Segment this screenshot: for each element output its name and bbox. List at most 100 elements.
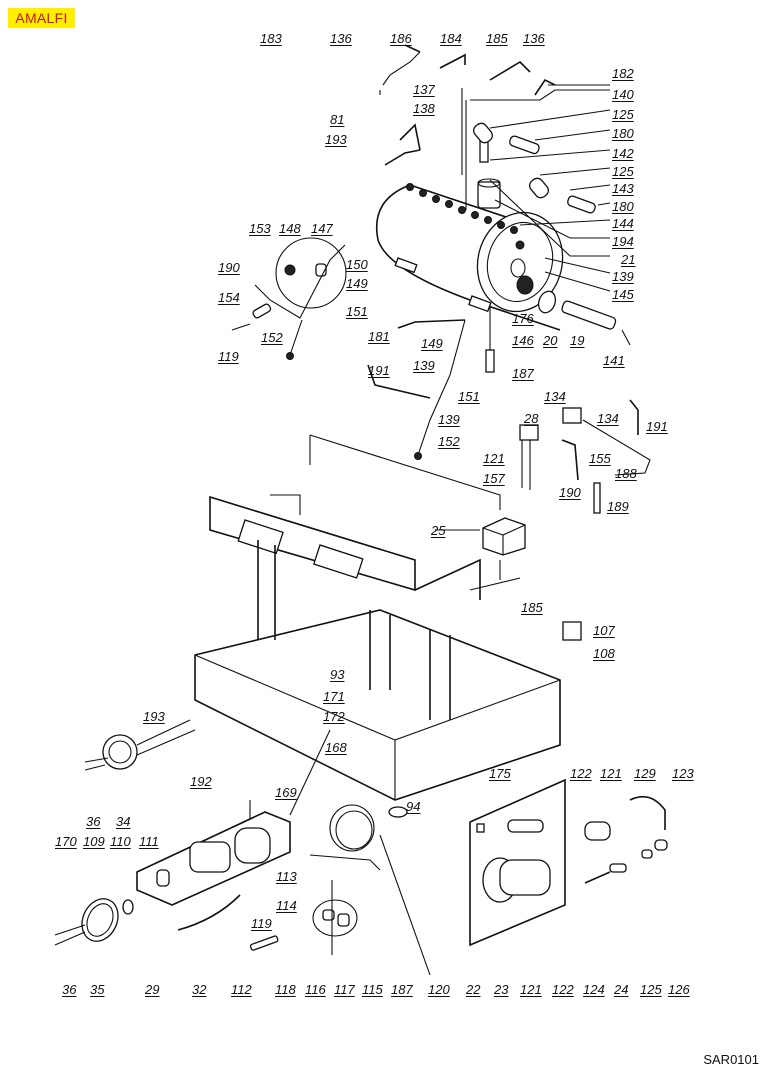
part-label-143: 143 xyxy=(612,181,634,196)
part-label-121: 121 xyxy=(483,451,505,466)
pump-head-24 xyxy=(584,795,668,884)
part-label-136: 136 xyxy=(330,31,352,46)
part-label-144: 144 xyxy=(612,216,634,231)
part-label-114: 114 xyxy=(276,898,297,913)
part-label-139: 139 xyxy=(413,358,435,373)
part-label-36: 36 xyxy=(62,982,77,997)
part-label-191: 191 xyxy=(368,363,390,378)
motor-29 xyxy=(136,729,331,906)
part-label-113: 113 xyxy=(276,869,297,884)
part-label-120: 120 xyxy=(428,982,450,997)
part-label-126: 126 xyxy=(668,982,690,997)
part-label-185: 185 xyxy=(521,600,543,615)
part-label-187: 187 xyxy=(512,366,534,381)
part-label-187: 187 xyxy=(391,982,413,997)
part-label-36: 36 xyxy=(86,814,101,829)
part-label-188: 188 xyxy=(615,466,637,481)
part-label-81: 81 xyxy=(330,112,345,127)
part-label-151: 151 xyxy=(346,304,368,319)
lower-boiler-pipes xyxy=(367,305,495,460)
part-label-176: 176 xyxy=(512,311,534,326)
part-label-189: 189 xyxy=(607,499,629,514)
part-label-124: 124 xyxy=(583,982,605,997)
part-label-142: 142 xyxy=(612,146,634,161)
part-label-129: 129 xyxy=(634,766,656,781)
part-label-190: 190 xyxy=(559,485,581,500)
part-label-147: 147 xyxy=(311,221,333,236)
part-label-155: 155 xyxy=(589,451,611,466)
part-label-22: 22 xyxy=(466,982,481,997)
part-label-138: 138 xyxy=(413,101,435,116)
part-label-125: 125 xyxy=(612,107,634,122)
part-label-134: 134 xyxy=(597,411,619,426)
part-label-148: 148 xyxy=(279,221,301,236)
part-label-139: 139 xyxy=(438,412,460,427)
part-label-157: 157 xyxy=(483,471,505,486)
part-label-28: 28 xyxy=(524,411,539,426)
bezel-35 xyxy=(54,898,134,946)
cable-32 xyxy=(177,894,241,931)
part-label-141: 141 xyxy=(603,353,625,368)
part-label-192: 192 xyxy=(190,774,212,789)
part-label-23: 23 xyxy=(494,982,509,997)
part-label-193: 193 xyxy=(143,709,165,724)
transformer-25 xyxy=(435,517,526,580)
switch-group xyxy=(519,399,651,514)
part-label-21: 21 xyxy=(621,252,636,267)
part-label-137: 137 xyxy=(413,82,435,97)
part-label-149: 149 xyxy=(346,276,368,291)
part-label-194: 194 xyxy=(612,234,634,249)
part-label-172: 172 xyxy=(323,709,345,724)
part-label-32: 32 xyxy=(192,982,207,997)
part-label-20: 20 xyxy=(543,333,558,348)
pressurestat-group xyxy=(231,237,347,360)
pump-motor-22 xyxy=(469,778,566,947)
part-label-170: 170 xyxy=(55,834,77,849)
part-label-152: 152 xyxy=(261,330,283,345)
gauge-34 xyxy=(84,719,196,771)
part-label-183: 183 xyxy=(260,31,282,46)
part-label-149: 149 xyxy=(421,336,443,351)
part-label-117: 117 xyxy=(334,982,355,997)
part-label-185: 185 xyxy=(486,31,508,46)
part-label-191: 191 xyxy=(646,419,668,434)
part-label-118: 118 xyxy=(275,982,296,997)
part-label-119: 119 xyxy=(251,916,272,931)
part-label-111: 111 xyxy=(139,834,159,849)
part-label-180: 180 xyxy=(612,199,634,214)
grommet-94 xyxy=(388,806,408,818)
part-label-182: 182 xyxy=(612,66,634,81)
heating-element xyxy=(537,290,631,346)
part-label-19: 19 xyxy=(570,333,585,348)
power-cord-120 xyxy=(309,804,431,976)
part-label-34: 34 xyxy=(116,814,131,829)
part-label-186: 186 xyxy=(390,31,412,46)
part-label-115: 115 xyxy=(362,982,383,997)
part-label-112: 112 xyxy=(231,982,252,997)
part-label-25: 25 xyxy=(431,523,446,538)
part-label-154: 154 xyxy=(218,290,240,305)
part-label-94: 94 xyxy=(406,799,421,814)
boiler-top-fittings xyxy=(406,139,518,234)
part-label-139: 139 xyxy=(612,269,634,284)
part-label-168: 168 xyxy=(325,740,347,755)
part-label-134: 134 xyxy=(544,389,566,404)
part-label-153: 153 xyxy=(249,221,271,236)
terminal-107 xyxy=(562,621,582,641)
part-label-116: 116 xyxy=(305,982,326,997)
part-label-180: 180 xyxy=(612,126,634,141)
part-label-145: 145 xyxy=(612,287,634,302)
part-label-193: 193 xyxy=(325,132,347,147)
part-label-152: 152 xyxy=(438,434,460,449)
part-label-107: 107 xyxy=(593,623,615,638)
part-label-175: 175 xyxy=(489,766,511,781)
part-label-35: 35 xyxy=(90,982,105,997)
drawing-code: SAR0101 xyxy=(703,1052,759,1067)
boiler-tank xyxy=(376,184,564,331)
upper-pipes xyxy=(379,44,611,292)
part-label-140: 140 xyxy=(612,87,634,102)
part-label-125: 125 xyxy=(640,982,662,997)
part-label-93: 93 xyxy=(330,667,345,682)
machine-frame xyxy=(194,434,561,801)
